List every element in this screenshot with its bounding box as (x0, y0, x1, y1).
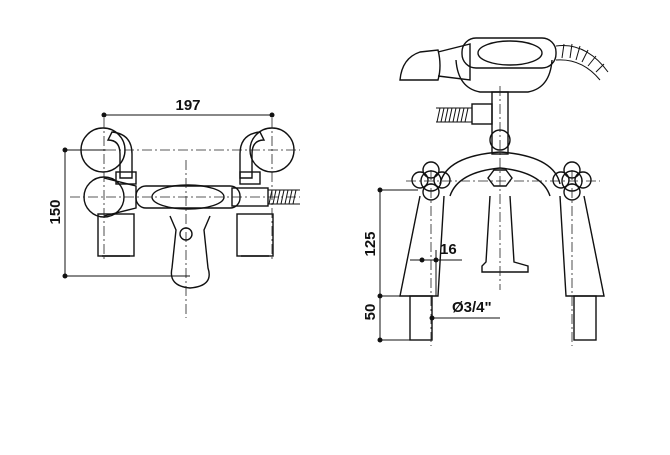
shower-neck (437, 43, 471, 81)
center-stem (169, 215, 211, 289)
left-valve-body (97, 213, 135, 257)
left-leg (399, 195, 445, 297)
center-nut (487, 169, 513, 187)
left-tail-pipe (409, 295, 433, 341)
shower-head (399, 49, 441, 81)
right-valve-body (236, 213, 274, 257)
dim-label-16: 16 (440, 241, 457, 258)
shower-handle (461, 37, 557, 69)
dim-label-50: 50 (362, 304, 379, 321)
front-view: 125 50 16 Ø3/4" (362, 37, 609, 346)
dimension-197: 197 (101, 97, 275, 118)
center-spout (481, 195, 529, 273)
dimension-16: 16 (410, 241, 462, 296)
shower-grip (477, 40, 543, 66)
dim-label-125: 125 (362, 231, 379, 256)
right-nut (239, 171, 261, 185)
dim-label-150: 150 (47, 199, 64, 224)
left-elbow (106, 131, 133, 179)
body-bridge-top (439, 151, 561, 185)
dim-label-197: 197 (175, 97, 200, 114)
top-view: 197 150 (47, 97, 300, 318)
right-leg (559, 195, 605, 297)
hose-spiral-top (555, 43, 609, 81)
side-hose-spiral (436, 107, 472, 123)
dimension-50: 50 (362, 296, 410, 343)
right-tail-pipe (573, 295, 597, 341)
dimension-diameter: Ø3/4" (429, 299, 500, 321)
dim-label-diameter: Ø3/4" (452, 299, 492, 316)
side-outlet (471, 103, 493, 125)
right-elbow (239, 131, 266, 179)
dimension-125: 125 (362, 187, 418, 299)
dimension-150: 150 (47, 147, 190, 279)
